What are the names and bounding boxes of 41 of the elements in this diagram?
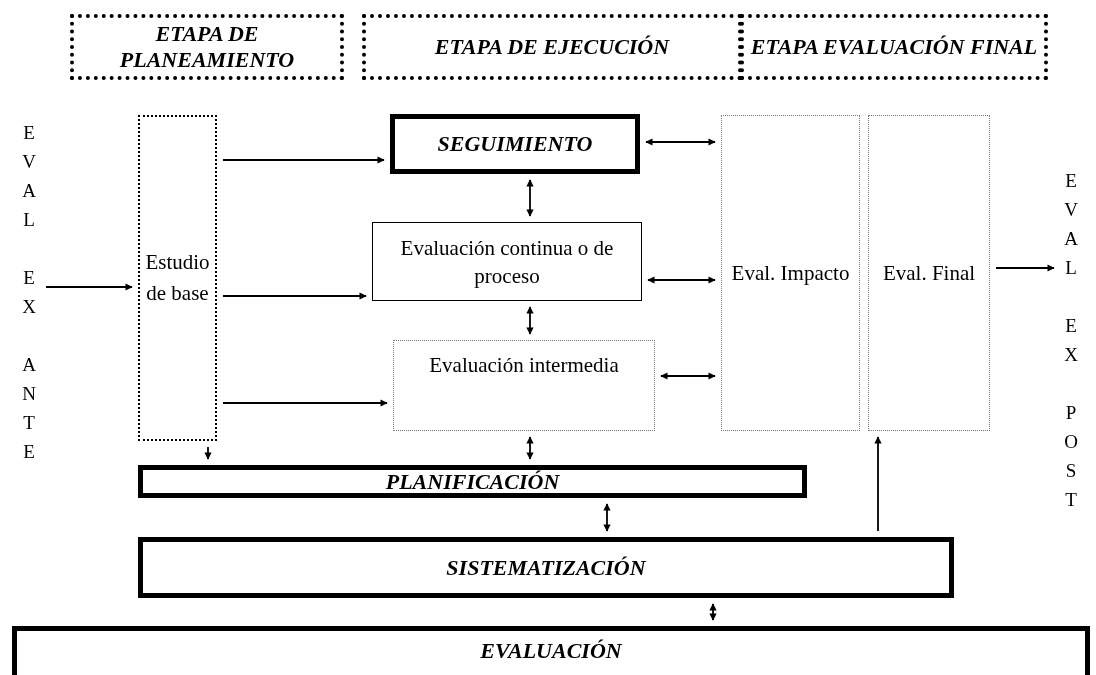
process-bar (12, 626, 1090, 675)
process-box (138, 115, 217, 441)
node-text: SEGUIMIENTO (436, 132, 594, 156)
process-bar (138, 537, 954, 598)
node-text: Eval. Impacto (730, 260, 851, 287)
arrow (526, 306, 534, 335)
process-box (390, 114, 640, 174)
vertical-text: EVAL EX ANTE (21, 121, 37, 464)
process-box (393, 340, 655, 431)
stage-box (362, 14, 742, 80)
node-text: Evaluación continua o de proceso (399, 234, 615, 290)
arrow (222, 399, 388, 407)
process-bar (138, 465, 807, 498)
arrow (45, 283, 133, 291)
arrow (222, 156, 385, 164)
arrow (526, 179, 534, 217)
node-text: ETAPA EVALUACIÓN FINAL (749, 34, 1039, 60)
arrow (995, 264, 1055, 272)
stage-box (740, 14, 1048, 80)
node-text: PLANIFICACIÓN (384, 469, 561, 494)
node-text: Estudio de base (144, 249, 211, 307)
arrow (222, 292, 367, 300)
vertical-text: EVAL EX POST (1063, 169, 1079, 512)
arrow (874, 436, 882, 532)
node-text: Eval. Final (881, 260, 977, 287)
arrow (709, 603, 717, 621)
node-text: EVALUACIÓN (479, 639, 624, 663)
node-text: ETAPA DE PLANEAMIENTO (118, 21, 296, 73)
arrow (526, 436, 534, 460)
process-box (721, 115, 860, 431)
node-text: Evaluación intermedia (428, 352, 620, 379)
arrow (204, 446, 212, 460)
process-box (868, 115, 990, 431)
arrow (645, 138, 716, 146)
arrow (647, 276, 716, 284)
node-text: SISTEMATIZACIÓN (445, 555, 648, 580)
arrow (603, 503, 611, 532)
stage-box (70, 14, 344, 80)
node-text: ETAPA DE EJECUCIÓN (433, 34, 671, 60)
process-box (372, 222, 642, 301)
arrow (660, 372, 716, 380)
